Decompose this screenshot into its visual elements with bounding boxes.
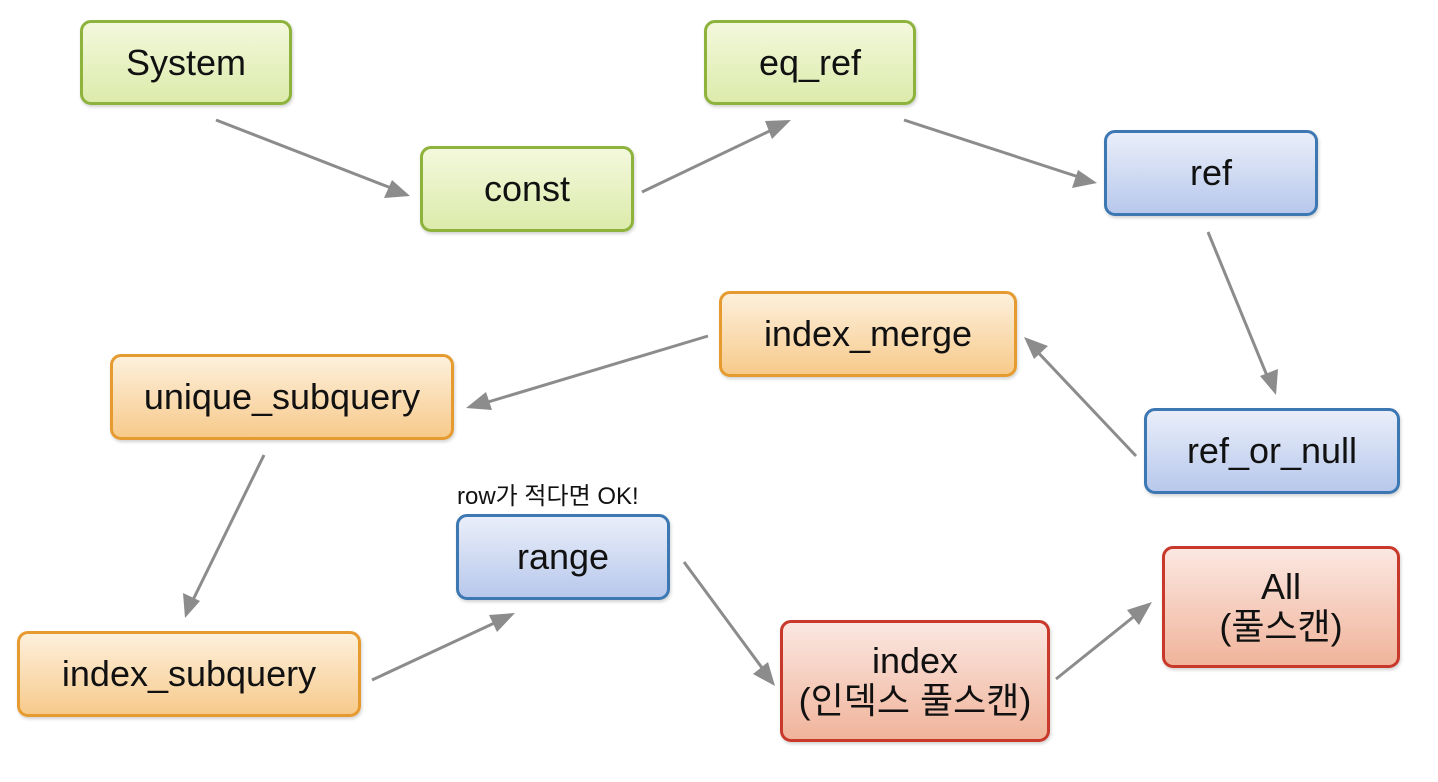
- node-index-sublabel: (인덱스 풀스캔): [798, 680, 1032, 721]
- node-ref: ref: [1104, 130, 1318, 216]
- node-ref-or-null: ref_or_null: [1144, 408, 1400, 494]
- arrow-head-ref-or-null: [1260, 369, 1278, 395]
- node-index: index (인덱스 풀스캔): [780, 620, 1050, 742]
- node-system-label: System: [125, 41, 247, 83]
- arrow-head-const: [384, 180, 410, 198]
- node-unique-subquery: unique_subquery: [110, 354, 454, 440]
- arrow-range-to-index: [682, 561, 770, 677]
- range-note: row가 적다면 OK!: [457, 483, 639, 510]
- node-const: const: [420, 146, 634, 232]
- node-eq-ref: eq_ref: [704, 20, 916, 105]
- arrow-head-range: [489, 613, 515, 632]
- node-range: range: [456, 514, 670, 600]
- arrow-ref-or-null-to-index-merge: [1030, 344, 1138, 458]
- node-const-label: const: [483, 168, 571, 209]
- node-ref-or-null-label: ref_or_null: [1186, 430, 1358, 471]
- arrow-head-unique-subquery: [466, 392, 492, 410]
- arrow-head-eq-ref: [765, 120, 791, 139]
- node-all: All (풀스캔): [1162, 546, 1400, 668]
- node-index-merge-label: index_merge: [763, 313, 973, 354]
- node-eq-ref-label: eq_ref: [758, 41, 862, 83]
- arrow-head-ref: [1072, 170, 1097, 188]
- node-unique-subquery-label: unique_subquery: [143, 376, 421, 417]
- node-index-merge: index_merge: [719, 291, 1017, 377]
- arrow-head-index-merge: [1024, 337, 1048, 359]
- node-system: System: [80, 20, 292, 105]
- arrow-head-index-subquery: [183, 593, 200, 618]
- arrow-unique-subquery-to-index-subquery: [188, 454, 266, 607]
- node-ref-label: ref: [1189, 152, 1232, 193]
- node-index-subquery: index_subquery: [17, 631, 361, 717]
- arrow-system-to-const: [215, 118, 405, 195]
- arrow-head-all: [1127, 602, 1152, 625]
- node-range-label: range: [516, 536, 610, 577]
- node-all-label: All: [1260, 566, 1301, 607]
- arrow-head-index: [753, 662, 775, 686]
- arrow-eq-ref-to-ref: [903, 118, 1089, 182]
- arrow-index-subquery-to-range: [371, 617, 504, 682]
- node-all-sublabel: (풀스캔): [1219, 606, 1343, 647]
- arrow-const-to-eq-ref: [641, 124, 781, 194]
- node-index-label: index: [871, 640, 959, 681]
- arrow-index-merge-to-unique-subquery: [477, 334, 709, 407]
- node-index-subquery-label: index_subquery: [61, 653, 317, 694]
- arrow-ref-to-ref-or-null: [1206, 231, 1272, 384]
- arrow-index-to-all: [1055, 608, 1143, 681]
